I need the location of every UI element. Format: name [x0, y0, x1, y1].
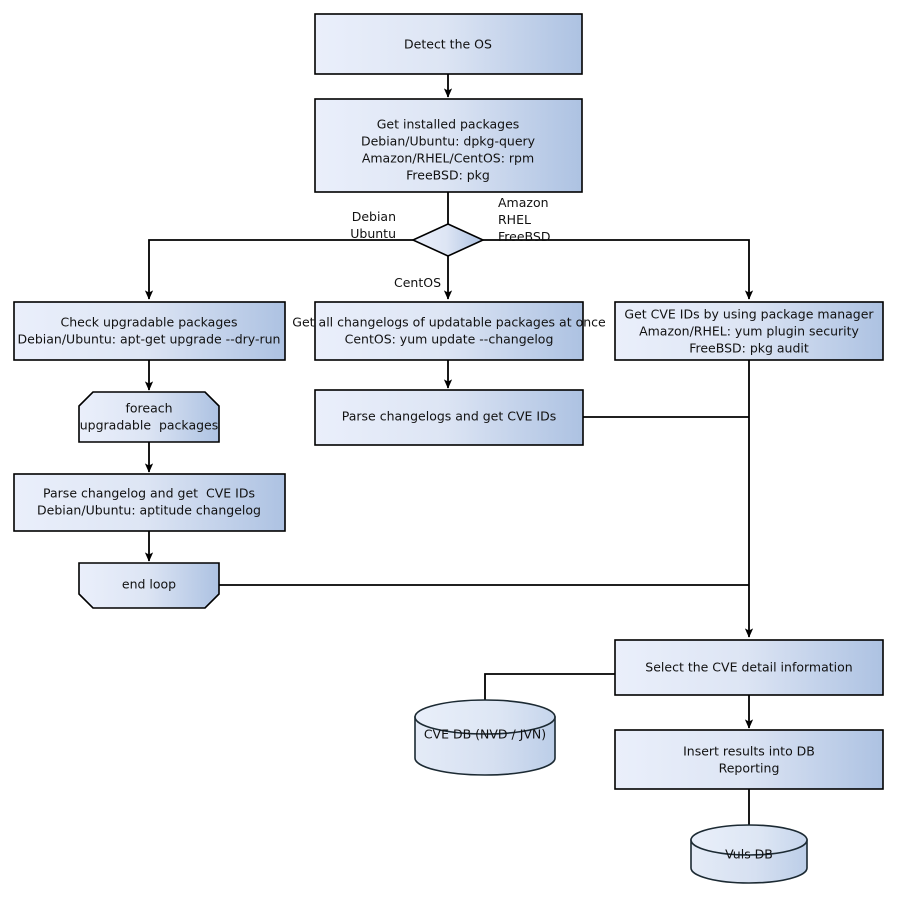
- node-parse-changelog-line-2: Debian/Ubuntu: aptitude changelog: [37, 503, 261, 518]
- node-parse-changelog-get-cve-ids[interactable]: Parse changelog and get CVE IDs Debian/U…: [13, 473, 286, 532]
- branch-label-debian-ubuntu: Debian Ubuntu: [350, 209, 396, 241]
- node-insert-line-1: Insert results into DB: [683, 744, 815, 759]
- node-installed-line-2: Debian/Ubuntu: dpkg-query: [361, 134, 536, 149]
- edge-decision-to-cve-package-manager: [483, 239, 754, 300]
- node-installed-line-1: Get installed packages: [377, 117, 520, 132]
- node-installed-line-4: FreeBSD: pkg: [406, 168, 490, 183]
- node-foreach-line-2: upgradable packages: [80, 418, 219, 433]
- node-cve-db-label: CVE DB (NVD / JVN): [424, 727, 546, 742]
- node-check-upgradable-line-2: Debian/Ubuntu: apt-get upgrade --dry-run: [18, 332, 281, 347]
- node-end-loop-line-1: end loop: [122, 577, 176, 592]
- node-select-cve-line-1: Select the CVE detail information: [645, 660, 852, 675]
- node-get-all-changelogs[interactable]: Get all changelogs of updatable packages…: [292, 301, 606, 361]
- branch-label-freebsd: FreeBSD: [498, 229, 550, 244]
- node-end-loop[interactable]: end loop: [78, 562, 220, 609]
- node-foreach-loop-start[interactable]: foreach upgradable packages: [78, 391, 220, 443]
- node-cve-pm-line-2: Amazon/RHEL: yum plugin security: [639, 324, 859, 339]
- node-cve-pm-line-3: FreeBSD: pkg audit: [689, 341, 809, 356]
- node-foreach-line-1: foreach: [125, 401, 172, 416]
- node-get-cve-ids-package-manager[interactable]: Get CVE IDs by using package manager Ama…: [614, 301, 884, 361]
- node-check-upgradable-line-1: Check upgradable packages: [61, 315, 238, 330]
- node-vuls-db[interactable]: Vuls DB: [690, 824, 808, 884]
- node-parse-changelog-line-1: Parse changelog and get CVE IDs: [43, 486, 255, 501]
- node-vuls-db-label: Vuls DB: [725, 847, 773, 862]
- edges-layer: [144, 74, 754, 838]
- edge-decision-to-check-upgradable: [144, 239, 413, 300]
- branch-label-ubuntu: Ubuntu: [350, 226, 396, 241]
- node-detect-os[interactable]: Detect the OS: [314, 13, 583, 75]
- node-os-decision[interactable]: [411, 223, 485, 257]
- node-parse-changelogs-get-cve-ids[interactable]: Parse changelogs and get CVE IDs: [314, 389, 584, 446]
- node-parse-changelogs-line-1: Parse changelogs and get CVE IDs: [342, 409, 556, 424]
- branch-label-centos-text: CentOS: [394, 275, 441, 290]
- branch-label-rhel: RHEL: [498, 212, 531, 227]
- node-insert-line-2: Reporting: [719, 761, 780, 776]
- node-all-changelogs-line-1: Get all changelogs of updatable packages…: [292, 315, 606, 330]
- branch-label-centos: CentOS: [394, 275, 441, 290]
- node-cve-db[interactable]: CVE DB (NVD / JVN): [414, 699, 556, 776]
- node-insert-results-into-db[interactable]: Insert results into DB Reporting: [614, 729, 884, 790]
- branch-label-debian: Debian: [352, 209, 396, 224]
- node-all-changelogs-line-2: CentOS: yum update --changelog: [345, 332, 554, 347]
- node-select-cve-detail[interactable]: Select the CVE detail information: [614, 639, 884, 696]
- node-detect-os-line-1: Detect the OS: [404, 37, 492, 52]
- branch-label-amazon-rhel-freebsd: Amazon RHEL FreeBSD: [498, 195, 550, 244]
- branch-label-amazon: Amazon: [498, 195, 549, 210]
- node-check-upgradable-packages[interactable]: Check upgradable packages Debian/Ubuntu:…: [13, 301, 286, 361]
- node-cve-pm-line-1: Get CVE IDs by using package manager: [624, 307, 874, 322]
- node-installed-line-3: Amazon/RHEL/CentOS: rpm: [362, 151, 534, 166]
- edge-select-cve-to-cve-db: [484, 673, 615, 709]
- node-get-installed-packages[interactable]: Get installed packages Debian/Ubuntu: dp…: [314, 98, 583, 193]
